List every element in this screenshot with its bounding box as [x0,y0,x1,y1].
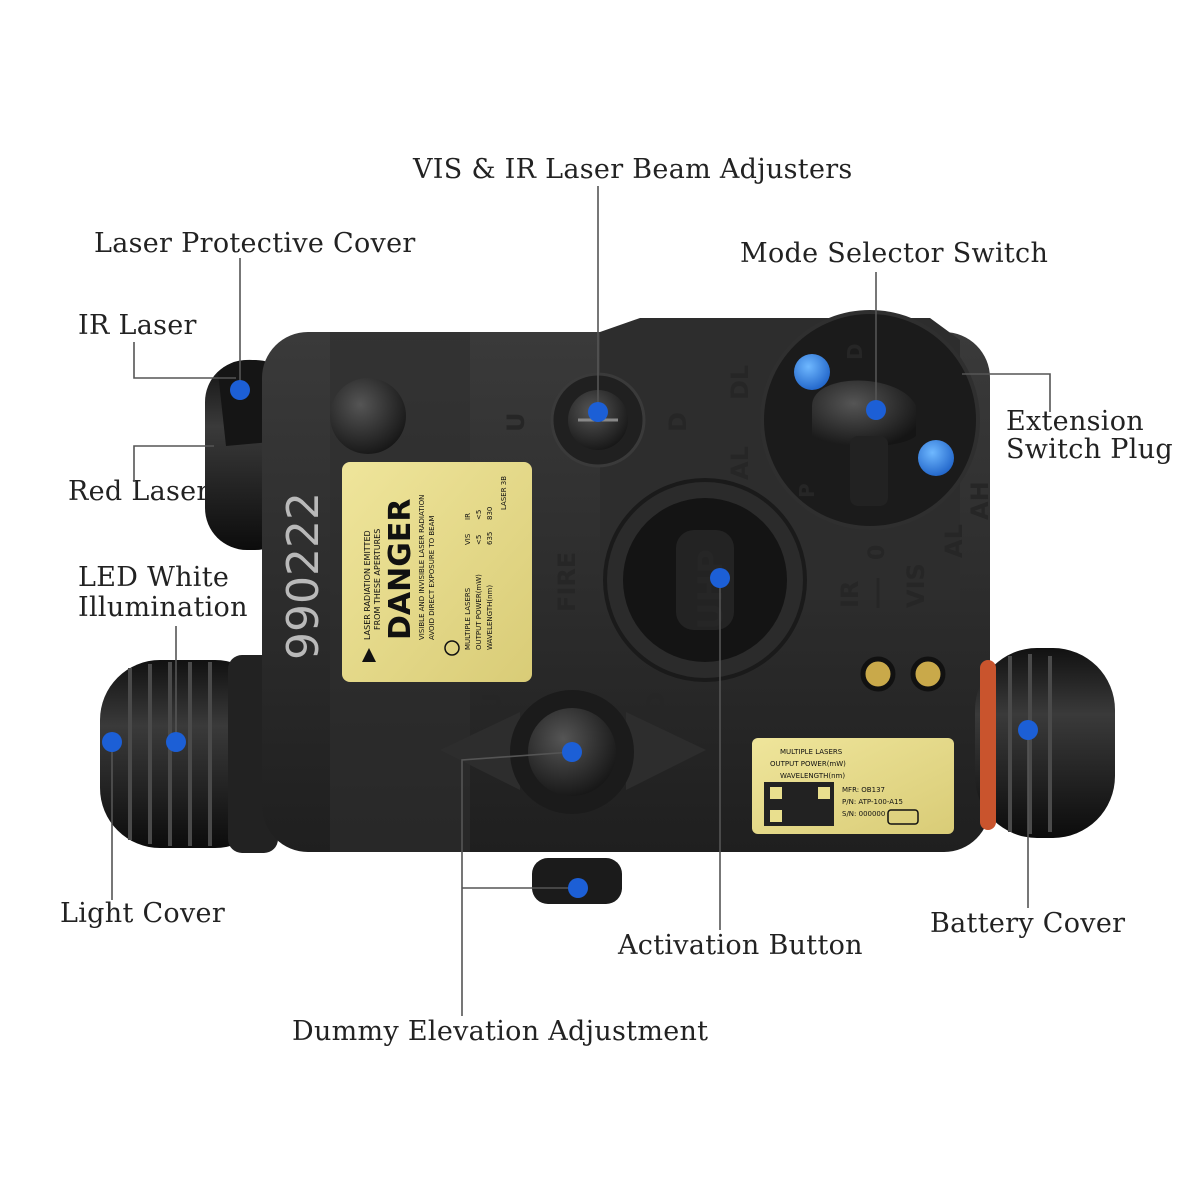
mode-selector-lever [850,436,888,506]
dot-battery-cover [1018,720,1038,740]
callout-led-white-illumination-line1: LED White [78,562,229,593]
callout-battery-cover: Battery Cover [930,908,1125,939]
mode-al-2: AL [940,524,968,558]
mode-screw-lower [918,440,954,476]
callout-light-cover: Light Cover [60,898,225,929]
callout-red-laser: Red Laser [68,476,210,507]
leader-lines [111,186,1051,1016]
spec-vis-power: <5 [475,535,483,545]
fire-mark: FIRE [553,552,581,612]
spec-label: MULTIPLE LASERS OUTPUT POWER(mW) WAVELEN… [752,738,954,834]
mark-zero: 0 [865,545,890,560]
mode-ah: AH [966,481,994,520]
callout-vis-ir-beam-adjusters: VIS & IR Laser Beam Adjusters [412,154,853,185]
mode-p: P [795,483,819,498]
mode-screw-upper [794,354,830,390]
callout-extension-switch-plug-line1: Extension [1006,406,1144,437]
elevation-arrow-right [626,712,706,790]
label2-output: OUTPUT POWER(mW) [770,760,846,768]
cap-button [330,378,406,454]
dot-mode-selector [866,400,886,420]
mark-ir: IR [836,581,864,608]
leader-red-laser [133,445,214,482]
spec-ir-wl: 830 [486,507,494,520]
leader-elevation-a [461,751,573,1016]
socket-left [860,656,896,692]
mark-vis: VIS [902,563,930,608]
battery-cover-ridges [1008,654,1052,834]
laser-starburst-icon [444,640,460,656]
dot-activation-button [710,568,730,588]
light-cover-ridges [128,662,212,846]
spec-class: LASER 3B [500,476,508,510]
mode-al: AL [726,446,754,480]
label2-sn: S/N: 000000 [842,810,885,818]
spec-multiple: MULTIPLE LASERS [464,587,472,650]
spec-wavelength: WAVELENGTH(nm) [486,585,494,650]
callout-dots [102,380,1038,898]
serial-number: 990222 [278,492,329,660]
button-text: UHP [691,549,731,630]
dot-protective-cover [230,380,250,400]
spec-output: OUTPUT POWER(mW) [475,574,483,650]
callout-ir-laser: IR Laser [78,310,197,341]
callout-led-white-illumination-line2: Illumination [78,592,248,623]
dot-beam-adjusters [588,402,608,422]
warning-triangle-icon [362,648,376,662]
dot-light-cover [102,732,122,752]
mode-selector-knob [812,380,916,447]
dot-dummy-elevation [568,878,588,898]
dot-elevation [562,742,582,762]
device-body: 990222 DANGER LASER RADIATION EMITTED FR… [100,310,1115,904]
callout-laser-protective-cover: Laser Protective Cover [94,228,416,259]
spec-ir: IR [464,513,472,520]
mode-d: D [843,343,867,360]
callout-extension-switch-plug-line2: Switch Plug [1006,434,1173,465]
callout-activation-button: Activation Button [617,930,863,961]
socket-right [910,656,946,692]
danger-line-3: AVOID DIRECT EXPOSURE TO BEAM [428,516,436,640]
mode-dl: DL [726,365,754,400]
label2-pn: P/N: ATP-100-A15 [842,798,903,806]
danger-line-2: FROM THESE APERTURES [373,529,382,630]
battery-oring [980,660,996,830]
battery-glyph-icon [887,809,919,825]
mark-u-bottom: U [478,693,506,713]
label2-wavelength: WAVELENGTH(nm) [780,772,845,780]
spec-vis-wl: 635 [486,532,494,545]
callout-dummy-elevation-adjustment: Dummy Elevation Adjustment [292,1016,708,1047]
danger-line-1: LASER RADIATION EMITTED [363,530,372,640]
danger-heading: DANGER [383,499,418,640]
mark-u-top: U [502,413,530,433]
callout-mode-selector-switch: Mode Selector Switch [740,238,1048,269]
callout-labels: VIS & IR Laser Beam Adjusters Laser Prot… [60,154,1173,1047]
mark-d-top: D [664,412,692,432]
spec-vis: VIS [464,533,472,545]
leader-ir-laser [133,342,236,379]
leader-extension-plug [962,373,1051,412]
label2-mfr: MFR: OB137 [842,786,885,794]
dot-led-illumination [166,732,186,752]
label2-multiple: MULTIPLE LASERS [780,748,843,756]
elevation-arrow-left [440,712,520,790]
mark-d-bottom: D [642,692,670,712]
danger-label: DANGER LASER RADIATION EMITTED FROM THES… [342,462,532,682]
danger-line-4: VISIBLE AND INVISIBLE LASER RADIATION [418,495,426,640]
spec-ir-power: <5 [475,510,483,520]
